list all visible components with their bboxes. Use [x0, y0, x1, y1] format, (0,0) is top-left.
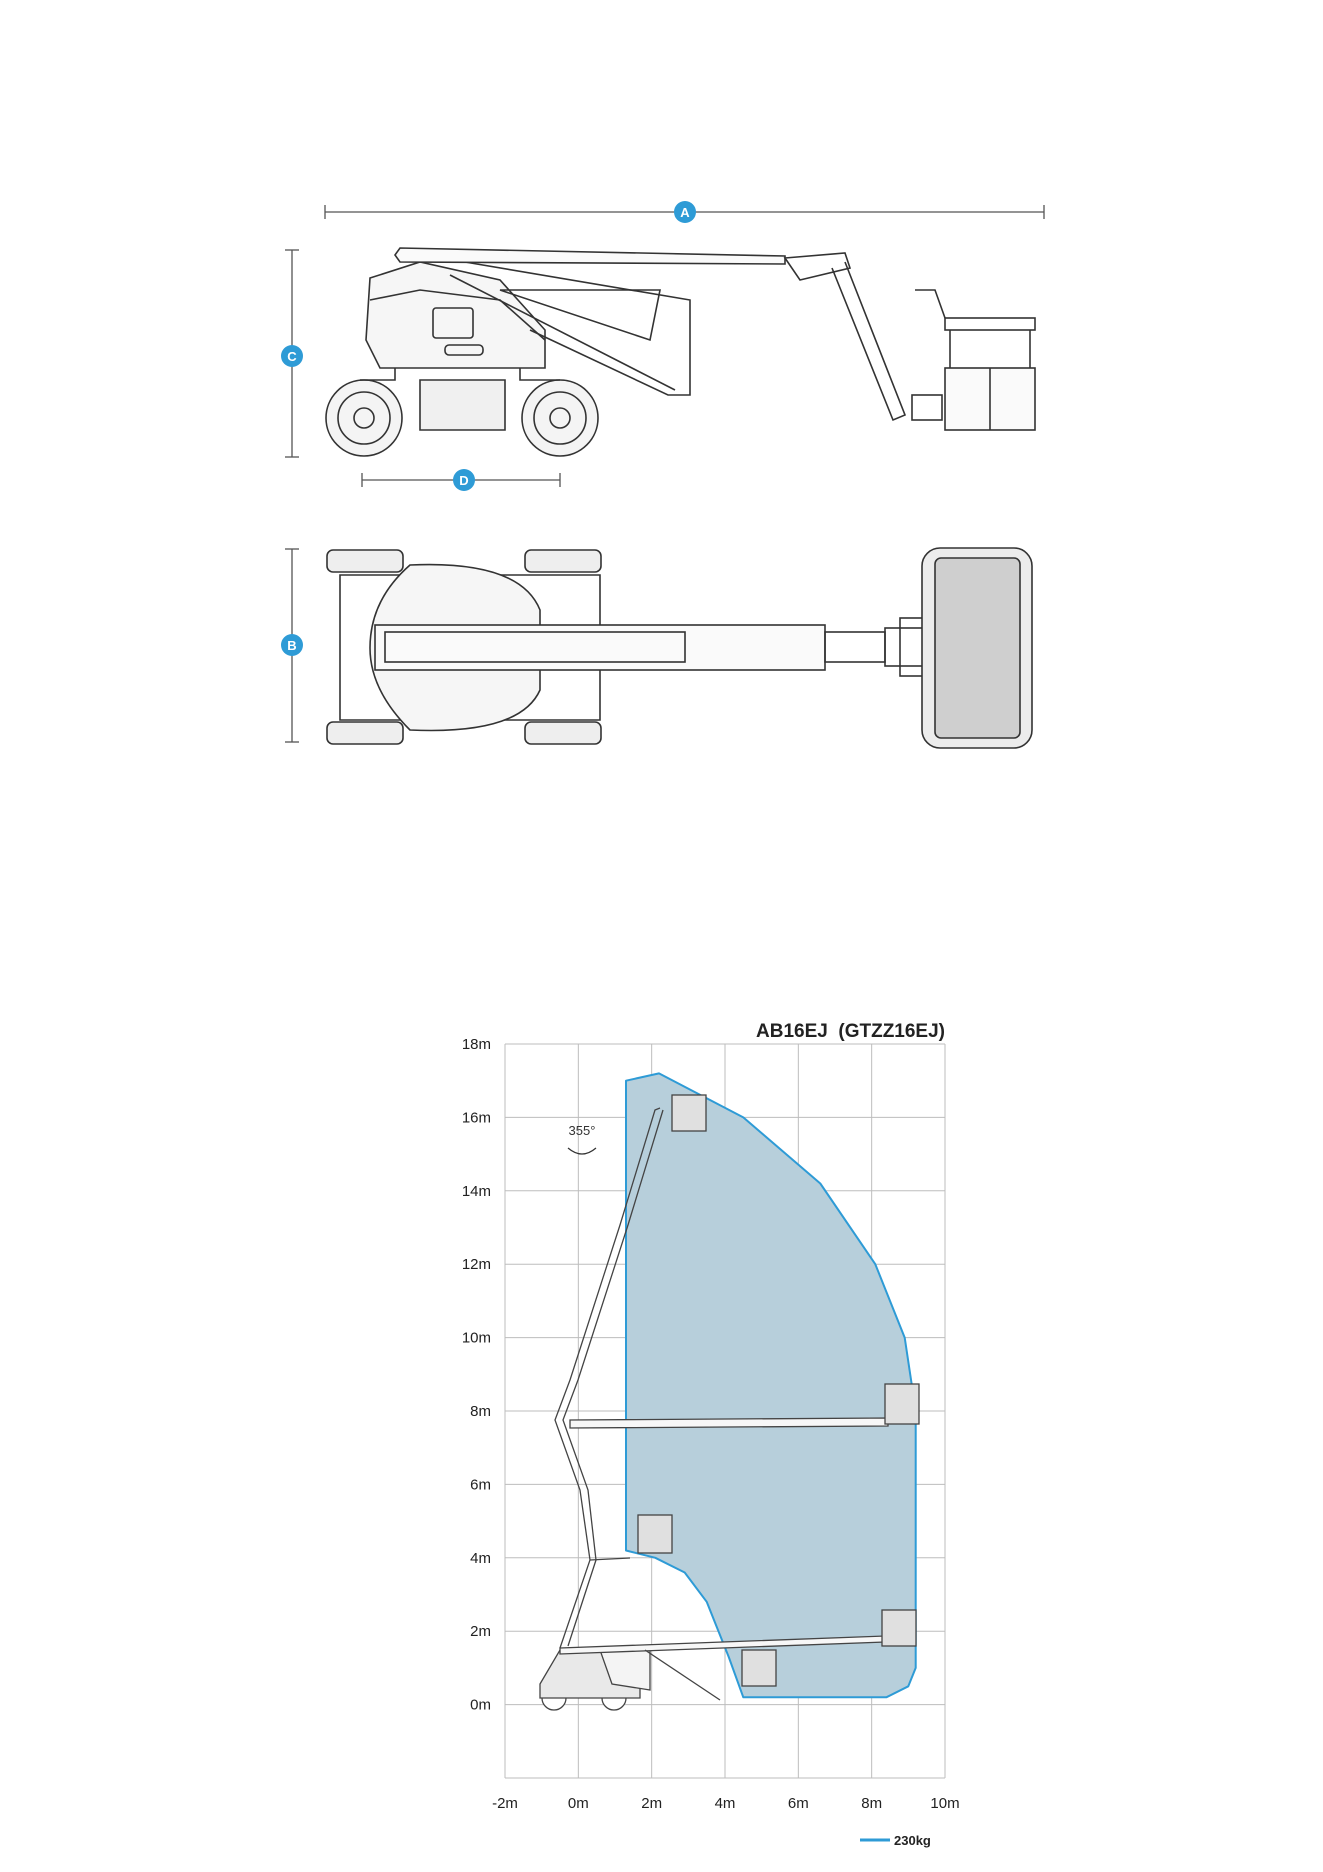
- legend-label: 230kg: [894, 1833, 931, 1848]
- rotation-label: 355°: [569, 1123, 596, 1138]
- side-view-machine-icon: [325, 247, 1036, 457]
- chart-envelope-area: [625, 1072, 917, 1699]
- marker-c-icon: [281, 345, 303, 367]
- rotation-arrow-icon: [567, 1147, 597, 1155]
- x-tick-label: -2m: [492, 1795, 518, 1812]
- envelope-outline: [625, 1072, 917, 1699]
- marker-d-icon: [453, 469, 475, 491]
- y-tick-label: 14m: [462, 1183, 491, 1200]
- marker-d-label: D: [459, 473, 468, 488]
- y-tick-label: 4m: [470, 1550, 491, 1567]
- marker-a-icon: [674, 201, 696, 223]
- top-view-machine-icon: [326, 547, 1033, 749]
- dimension-c: C: [281, 249, 303, 458]
- y-tick-label: 18m: [462, 1036, 491, 1053]
- marker-b-icon: [281, 634, 303, 656]
- marker-b-label: B: [287, 638, 296, 653]
- x-tick-label: 0m: [568, 1795, 589, 1812]
- y-tick-label: 2m: [470, 1623, 491, 1640]
- y-tick-label: 10m: [462, 1330, 491, 1347]
- lift-positions-icon: [539, 1094, 920, 1711]
- x-tick-label: 8m: [861, 1795, 882, 1812]
- y-tick-label: 12m: [462, 1256, 491, 1273]
- marker-c-label: C: [287, 349, 297, 364]
- y-tick-label: 16m: [462, 1109, 491, 1126]
- x-tick-label: 10m: [930, 1795, 959, 1812]
- marker-a-label: A: [680, 205, 690, 220]
- chart-legend: 230kg: [860, 1833, 931, 1848]
- x-tick-label: 4m: [715, 1795, 736, 1812]
- x-tick-label: 2m: [641, 1795, 662, 1812]
- chart-title: AB16EJ (GTZZ16EJ): [756, 1021, 945, 1042]
- dimension-b: B: [281, 548, 303, 743]
- machine-drawings: A C D B: [281, 201, 1045, 749]
- x-tick-label: 6m: [788, 1795, 809, 1812]
- y-tick-label: 8m: [470, 1403, 491, 1420]
- dimension-a: A: [324, 201, 1045, 223]
- dimension-d: D: [361, 469, 561, 491]
- y-tick-label: 0m: [470, 1697, 491, 1714]
- y-tick-label: 6m: [470, 1476, 491, 1493]
- chart-axes: -2m 0m 2m 4m 6m 8m 10m 18m 16m 14m 12m 10m 8m 6m 4m 2m 0…: [462, 1036, 960, 1812]
